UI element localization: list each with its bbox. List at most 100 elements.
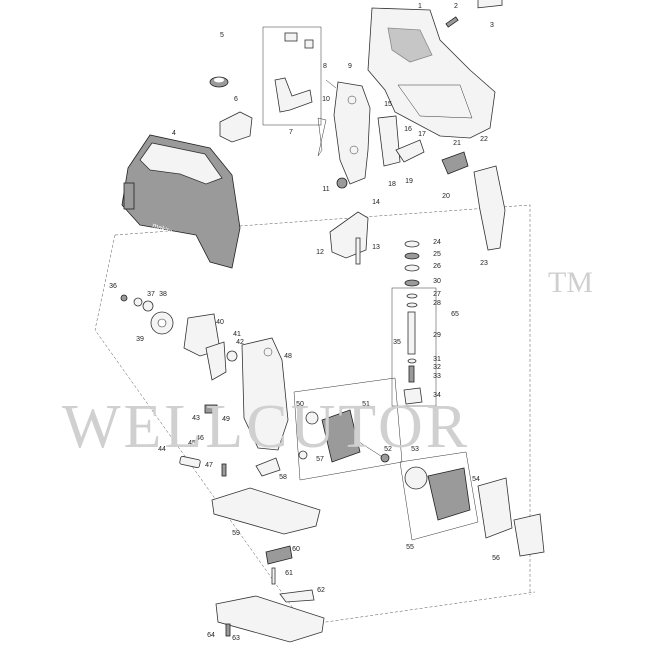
gear-39 — [150, 311, 174, 335]
part-number-35: 35 — [393, 339, 401, 346]
part-number-31: 31 — [433, 356, 441, 363]
housing-right — [367, 7, 496, 139]
knob-44 — [179, 455, 201, 469]
clip-58 — [255, 457, 281, 477]
part-number-39: 39 — [136, 336, 144, 343]
part-number-58: 58 — [279, 474, 287, 481]
part-number-54: 54 — [472, 476, 480, 483]
bracket-group-7 — [262, 26, 322, 126]
controller-56 — [513, 513, 545, 557]
part-number-12: 12 — [316, 249, 324, 256]
part-number-27: 27 — [433, 291, 441, 298]
part-number-24: 24 — [433, 239, 441, 246]
part-number-26: 26 — [433, 263, 441, 270]
part-number-48: 48 — [284, 353, 292, 360]
part-number-22: 22 — [480, 136, 488, 143]
part-number-57: 57 — [316, 456, 324, 463]
part-number-37: 37 — [147, 291, 155, 298]
clamp-60 — [265, 545, 293, 565]
screw-64 — [225, 623, 231, 637]
part-number-5: 5 — [220, 32, 224, 39]
lever-7 — [274, 32, 314, 113]
part-number-56: 56 — [492, 555, 500, 562]
washer-42 — [226, 350, 238, 362]
part-number-16: 16 — [404, 126, 412, 133]
part-number-41: 41 — [233, 331, 241, 338]
switch-plate-16 — [377, 115, 401, 167]
left-frame-line — [94, 234, 536, 626]
part-number-63: 63 — [232, 635, 240, 642]
part-number-13: 13 — [372, 244, 380, 251]
part-number-30: 30 — [433, 278, 441, 285]
lever-62 — [279, 589, 315, 603]
part-number-6: 6 — [234, 96, 238, 103]
part-number-38: 38 — [159, 291, 167, 298]
part-number-65: 65 — [451, 311, 459, 318]
part-number-8: 8 — [323, 63, 327, 70]
part-number-29: 29 — [433, 332, 441, 339]
part-number-9: 9 — [348, 63, 352, 70]
part-number-34: 34 — [433, 392, 441, 399]
part-number-1: 1 — [418, 3, 422, 10]
nut-11 — [336, 177, 348, 189]
part-number-49: 49 — [222, 416, 230, 423]
switch-6 — [219, 111, 253, 143]
armature-50 — [305, 409, 390, 463]
part-number-7: 7 — [289, 129, 293, 136]
part-number-36: 36 — [109, 283, 117, 290]
part-number-4: 4 — [172, 130, 176, 137]
washer-stack — [403, 240, 423, 405]
part-number-15: 15 — [384, 101, 392, 108]
part-number-18: 18 — [388, 181, 396, 188]
trademark-symbol: TM — [548, 266, 593, 299]
part-number-32: 32 — [433, 364, 441, 371]
gear-box-48 — [241, 337, 289, 451]
part-number-44: 44 — [158, 446, 166, 453]
base-63 — [215, 595, 325, 643]
part-number-59: 59 — [232, 530, 240, 537]
part-number-21: 21 — [453, 140, 461, 147]
part-number-53: 53 — [411, 446, 419, 453]
label-3 — [477, 0, 503, 9]
nut-57 — [298, 450, 308, 460]
rod-10 — [317, 117, 327, 157]
part-number-33: 33 — [433, 373, 441, 380]
part-number-64: 64 — [207, 632, 215, 639]
part-number-46: 46 — [196, 435, 204, 442]
screw-2 — [445, 16, 459, 28]
part-number-45: 45 — [188, 440, 196, 447]
part-number-25: 25 — [433, 251, 441, 258]
part-number-40: 40 — [216, 319, 224, 326]
pad-43 — [204, 404, 218, 414]
part-number-62: 62 — [317, 587, 325, 594]
gasket-23 — [473, 165, 506, 251]
part-number-3: 3 — [490, 22, 494, 29]
part-number-61: 61 — [285, 570, 293, 577]
part-number-20: 20 — [442, 193, 450, 200]
watermark-text: WELLCUTOR — [62, 393, 471, 461]
part-number-52: 52 — [384, 446, 392, 453]
part-number-11: 11 — [322, 186, 329, 193]
part-number-23: 23 — [480, 260, 488, 267]
top-frame-line — [114, 204, 531, 595]
bracket-group-51 — [293, 377, 403, 481]
part-number-17: 17 — [418, 131, 426, 138]
part-number-51: 51 — [362, 401, 370, 408]
part-number-19: 19 — [405, 178, 413, 185]
pin-47 — [221, 463, 227, 477]
small-parts-36-38 — [120, 294, 154, 312]
lever-18 — [395, 139, 425, 163]
housing-left: makita — [121, 134, 241, 269]
part-number-50: 50 — [296, 401, 304, 408]
part-number-14: 14 — [372, 199, 380, 206]
block-21 — [441, 151, 469, 175]
part-number-42: 42 — [236, 339, 244, 346]
pin-8 — [325, 79, 337, 89]
part-number-43: 43 — [192, 415, 200, 422]
pin-13 — [355, 237, 361, 265]
gear-housing-9 — [333, 81, 371, 185]
motor-54 — [404, 466, 513, 539]
part-number-60: 60 — [292, 546, 300, 553]
